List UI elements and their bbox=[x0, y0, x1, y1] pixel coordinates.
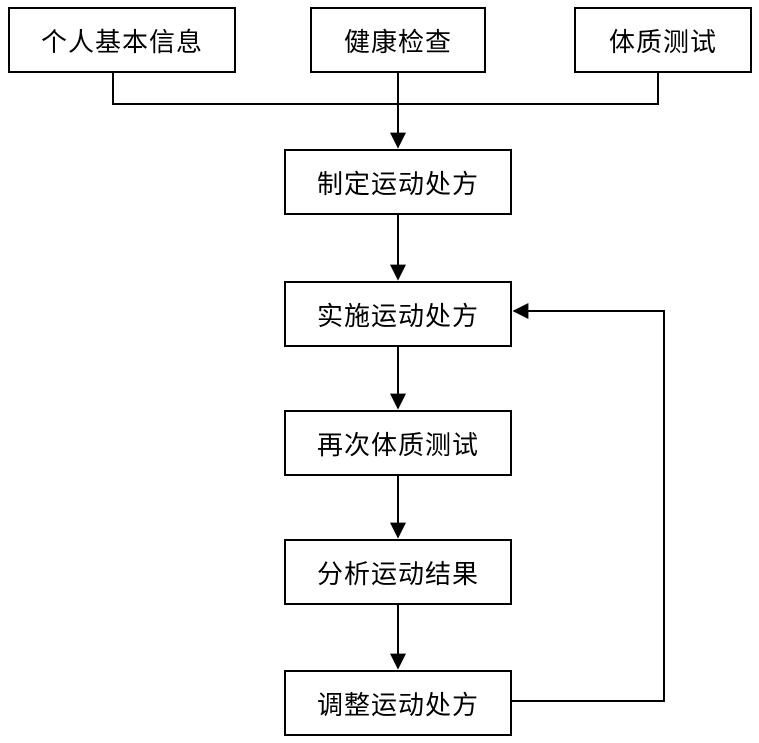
edge-fitness-test-to-merge bbox=[398, 73, 659, 105]
node-fitness-test: 体质测试 bbox=[574, 7, 752, 73]
node-make-prescription: 制定运动处方 bbox=[284, 149, 512, 215]
node-health-check: 健康检查 bbox=[310, 7, 486, 73]
edge-adjust-to-implement-feedback bbox=[512, 303, 665, 702]
node-implement-prescription: 实施运动处方 bbox=[284, 281, 512, 347]
node-adjust-prescription: 调整运动处方 bbox=[284, 670, 512, 736]
node-retest-fitness: 再次体质测试 bbox=[284, 410, 512, 476]
edge-personal-info-to-merge bbox=[112, 73, 398, 105]
node-personal-info: 个人基本信息 bbox=[8, 7, 236, 73]
node-analyze-results: 分析运动结果 bbox=[284, 539, 512, 605]
